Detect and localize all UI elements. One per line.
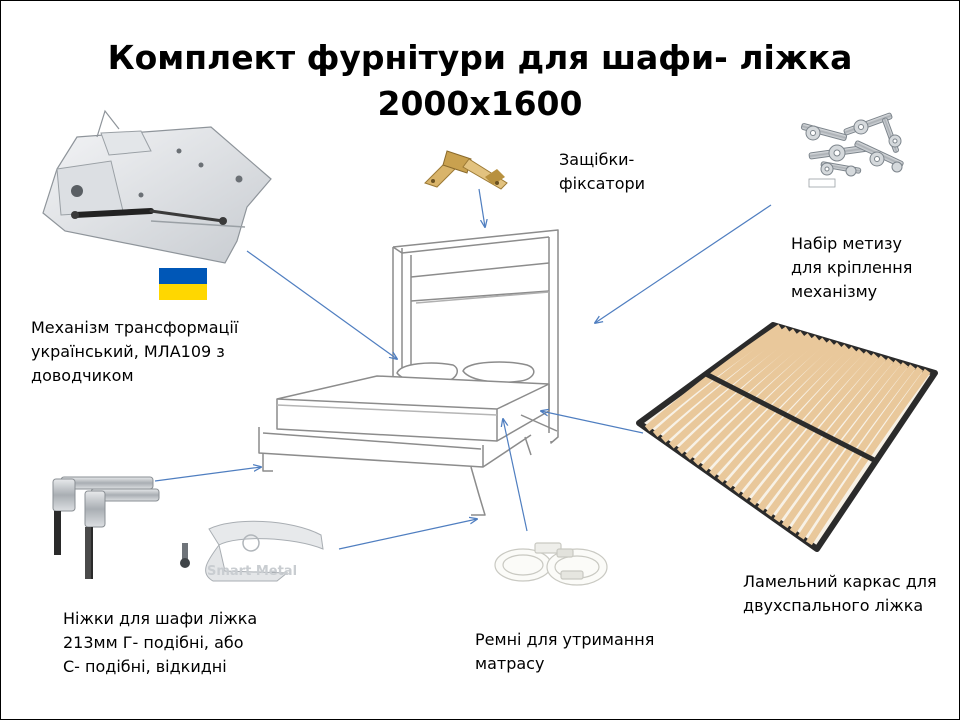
slat (781, 362, 909, 529)
ukraine-flag-icon (159, 268, 207, 300)
arrow-legs (154, 467, 261, 482)
slat-frame-image (636, 322, 938, 552)
slat (757, 355, 887, 512)
slat (797, 366, 924, 540)
slat (749, 353, 879, 506)
slat (644, 324, 783, 432)
label-legs: Ніжки для шафи ліжка 213мм Г- подібні, а… (63, 609, 258, 676)
slat (677, 333, 812, 455)
slat-frame-center-rail (704, 371, 878, 464)
arrow-straps (503, 419, 528, 532)
slat (660, 328, 798, 443)
arrow-mechanism (246, 250, 397, 359)
slat (693, 337, 827, 466)
slat (805, 368, 931, 546)
hardware-kit-image (791, 112, 909, 188)
arrow-latches (478, 188, 485, 227)
label-hardware-kit: Набір метизу для кріплення механізму (791, 234, 913, 301)
watermark-brand: Smart Metal (207, 564, 297, 579)
slide-title: Комплект фурнітури для шафи- ліжка 2000х… (1, 35, 959, 127)
slat (773, 359, 901, 523)
title-line-2: 2000х1600 (377, 84, 583, 123)
latch-image (424, 150, 508, 190)
slat (701, 339, 835, 472)
title-line-1: Комплект фурнітури для шафи- ліжка (107, 38, 853, 77)
label-straps: Ремні для утримання матрасу (475, 630, 655, 673)
arrow-c-bracket (338, 519, 477, 550)
slat (717, 344, 850, 483)
label-mechanism: Механізм трансформації український, МЛА1… (31, 318, 239, 385)
slat (652, 326, 790, 438)
slat (765, 357, 894, 517)
slat (733, 348, 864, 494)
straps-image (494, 542, 608, 586)
slat (725, 346, 857, 489)
slat (709, 342, 842, 477)
slat (789, 364, 916, 534)
label-slat-frame: Ламельний каркас для двухспального ліжка (743, 572, 937, 615)
mechanism-image (42, 109, 272, 264)
c-bracket-image (180, 520, 324, 582)
wall-bed-sketch (258, 229, 559, 516)
slat (741, 350, 872, 500)
legs-image (52, 476, 160, 579)
slat (668, 330, 805, 449)
label-latches: Защібки- фіксатори (559, 150, 646, 193)
arrow-hardware (595, 204, 772, 323)
slat (685, 335, 820, 460)
leader-arrows (154, 188, 772, 550)
arrow-slat-frame (541, 411, 644, 434)
